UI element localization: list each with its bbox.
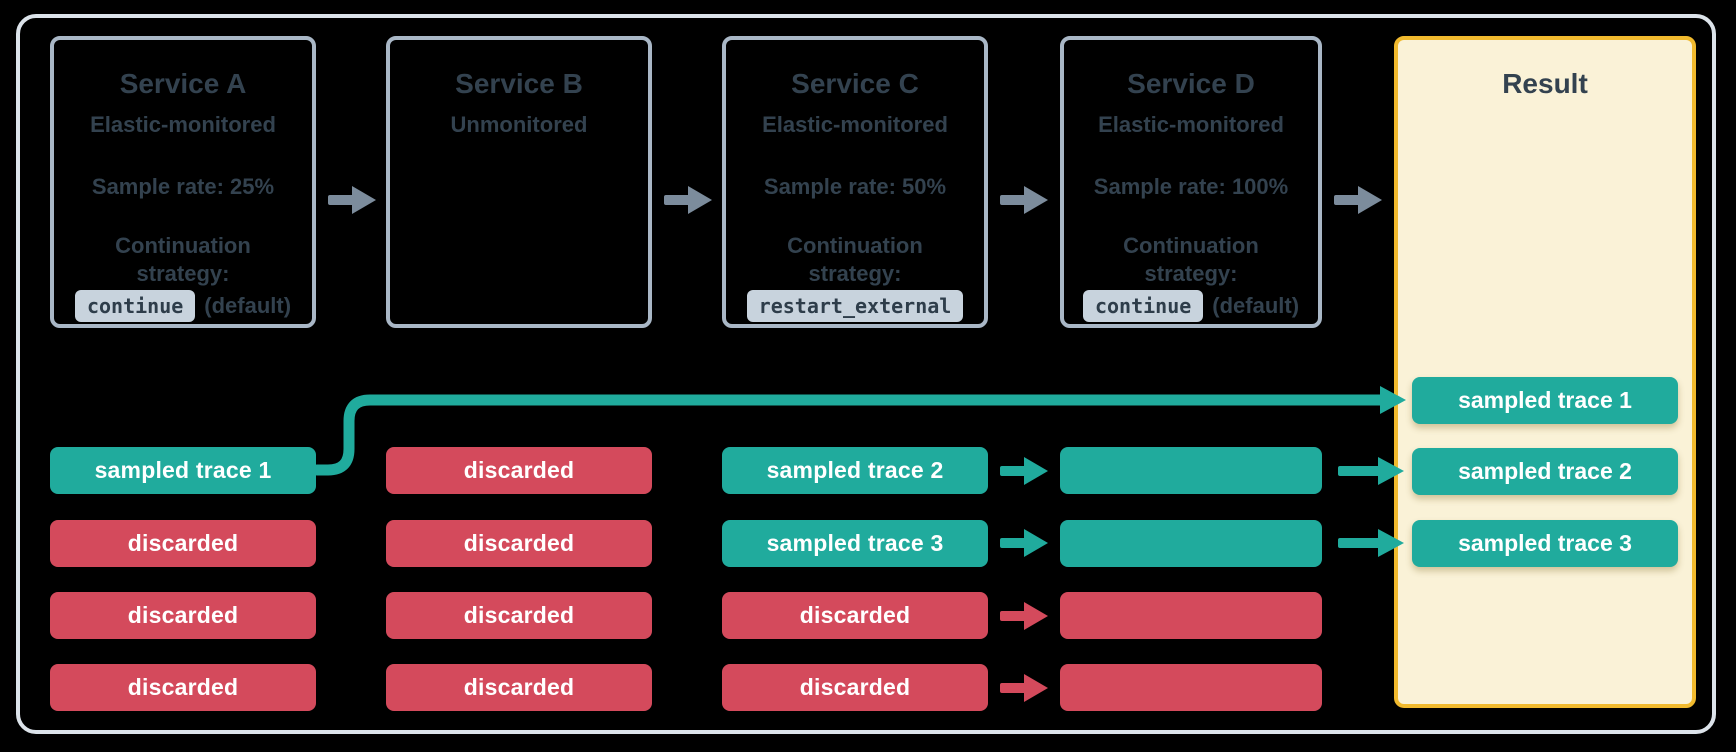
service-a-strategy-label: Continuation strategy: (115, 233, 251, 286)
service-d-strategy-note: (default) (1212, 293, 1300, 318)
service-a-sample-rate: Sample rate: 25% (91, 174, 275, 199)
trace-a-row1: sampled trace 1 (50, 447, 316, 494)
result-trace-sampled-3: sampled trace 3 (1412, 520, 1678, 567)
service-box-b: Service B Unmonitored (386, 36, 652, 328)
service-c-strategy-label: Continuation strategy: (787, 233, 923, 286)
trace-d-row1 (1060, 447, 1322, 494)
trace-c-row4: discarded (722, 664, 988, 711)
trace-d-row3 (1060, 592, 1322, 639)
result-box: Result sampled trace 1 sampled trace 2 s… (1394, 36, 1696, 708)
trace-a-row4: discarded (50, 664, 316, 711)
service-box-a: Service A Elastic-monitored Sample rate:… (50, 36, 316, 328)
service-c-title: Service C (791, 68, 919, 99)
service-a-monitoring: Elastic-monitored (90, 112, 276, 137)
trace-b-row3: discarded (386, 592, 652, 639)
trace-c-row1: sampled trace 2 (722, 447, 988, 494)
service-c-sample-rate: Sample rate: 50% (763, 174, 947, 199)
trace-b-row4: discarded (386, 664, 652, 711)
trace-a-row2: discarded (50, 520, 316, 567)
result-title: Result (1502, 68, 1588, 99)
service-box-c: Service C Elastic-monitored Sample rate:… (722, 36, 988, 328)
trace-a-row3: discarded (50, 592, 316, 639)
service-a-strategy-code-badge: continue (74, 290, 196, 322)
trace-b-row1: discarded (386, 447, 652, 494)
service-c-strategy-code-badge: restart_external (746, 290, 964, 322)
service-d-sample-rate: Sample rate: 100% (1093, 174, 1289, 199)
result-trace-sampled-2: sampled trace 2 (1412, 448, 1678, 495)
trace-b-row2: discarded (386, 520, 652, 567)
service-d-monitoring: Elastic-monitored (1098, 112, 1284, 137)
service-b-monitoring: Unmonitored (450, 112, 588, 137)
service-c-monitoring: Elastic-monitored (762, 112, 948, 137)
trace-d-row2 (1060, 520, 1322, 567)
trace-c-row3: discarded (722, 592, 988, 639)
service-b-title: Service B (455, 68, 583, 99)
service-d-strategy-code-badge: continue (1082, 290, 1204, 322)
result-trace-sampled-1: sampled trace 1 (1412, 377, 1678, 424)
service-box-d: Service D Elastic-monitored Sample rate:… (1060, 36, 1322, 328)
trace-d-row4 (1060, 664, 1322, 711)
service-a-strategy-note: (default) (204, 293, 292, 318)
outer-frame (16, 14, 1716, 734)
service-d-strategy-label: Continuation strategy: (1123, 233, 1259, 286)
service-d-title: Service D (1127, 68, 1255, 99)
trace-c-row2: sampled trace 3 (722, 520, 988, 567)
service-a-title: Service A (119, 68, 247, 99)
